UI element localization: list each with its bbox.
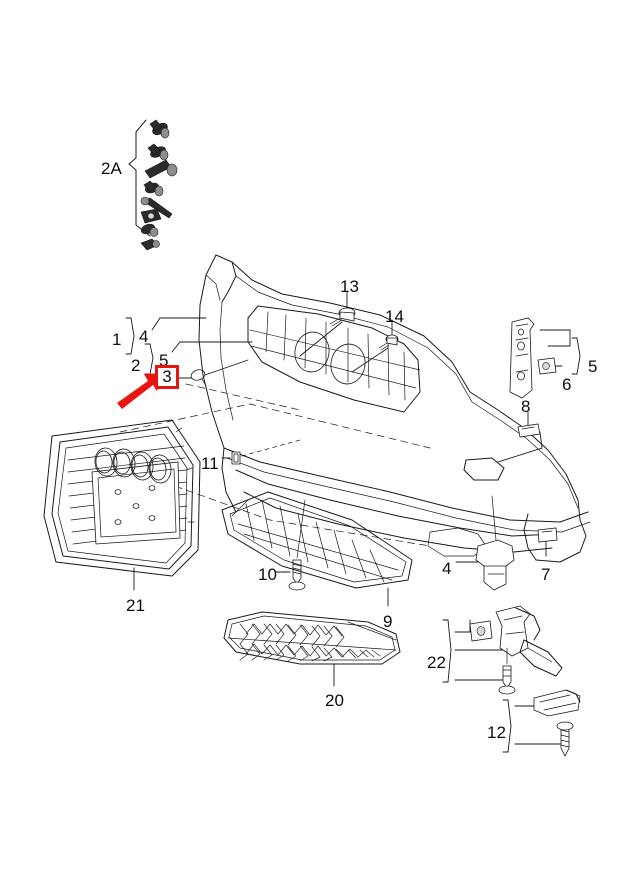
callout-5-right: 5	[588, 357, 598, 376]
callout-7: 7	[541, 565, 551, 584]
guide-bracket-part	[509, 317, 535, 399]
clip-nut-part-6	[537, 357, 557, 375]
lower-mesh-grille-part	[223, 611, 401, 665]
bolt-icon-4	[143, 180, 164, 197]
callout-leaders	[125, 291, 581, 753]
callout-8: 8	[521, 397, 531, 416]
callout-4: 4	[139, 327, 149, 346]
callout-5-left: 5	[159, 351, 169, 370]
callout-6: 6	[562, 375, 572, 394]
screw-icon-12	[556, 721, 574, 757]
callout-22: 22	[427, 653, 446, 672]
rivet-icon	[140, 196, 173, 219]
bracket-set-22-part	[469, 605, 563, 695]
callout-9: 9	[383, 612, 393, 631]
callout-1: 1	[112, 330, 122, 349]
clip-nut-icon	[140, 208, 162, 224]
callout-21: 21	[126, 596, 145, 615]
highlighted-callout-3[interactable]: 3	[155, 365, 179, 389]
callout-20: 20	[325, 691, 344, 710]
bumper-cover-part	[119, 254, 591, 563]
noise-insulation-panel-part	[221, 491, 413, 589]
audi-rings-logo	[94, 447, 172, 484]
bolt-icon-1	[149, 119, 170, 139]
callout-11: 11	[201, 454, 219, 473]
nut-icon	[140, 223, 159, 237]
trim-clip-set-12-part	[533, 689, 581, 757]
washer-icon	[140, 238, 160, 251]
radiator-grille-part	[43, 419, 201, 577]
bolt-icon-2	[147, 143, 169, 161]
mounting-bracket-part	[475, 539, 515, 591]
callout-2a: 2A	[101, 159, 122, 178]
callout-12: 12	[487, 723, 506, 742]
callout-13: 13	[340, 277, 359, 296]
callout-10: 10	[258, 565, 277, 584]
bolt-icon-13	[329, 307, 356, 327]
screw-icon-10	[288, 559, 306, 591]
callout-14: 14	[385, 307, 404, 326]
expanding-rivet-icon	[498, 665, 516, 695]
red-pointer-arrow	[117, 373, 164, 409]
callout-2: 2	[131, 356, 141, 375]
callout-4-lower: 4	[442, 559, 452, 578]
bolt-icon-3	[144, 159, 178, 179]
fastener-kit-group	[128, 119, 178, 251]
bolt-icon-14	[378, 334, 399, 351]
